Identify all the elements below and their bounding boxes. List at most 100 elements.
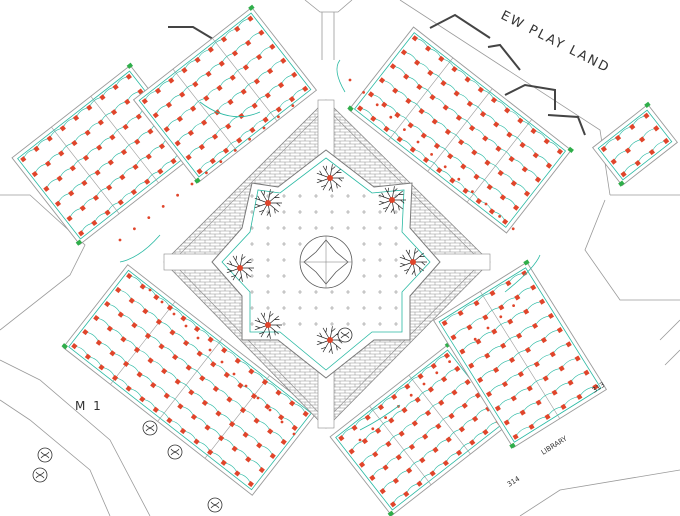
light-fixture <box>69 165 76 172</box>
light-fixture <box>394 111 401 119</box>
light-fixture <box>374 427 382 434</box>
light-fixture <box>58 150 65 157</box>
light-fixture <box>153 294 160 301</box>
grid-mark <box>346 194 350 198</box>
light-fixture <box>238 112 245 120</box>
light-fixture <box>212 385 219 392</box>
light-fixture <box>551 389 558 396</box>
light-fixture <box>190 105 197 112</box>
light-fixture <box>464 379 471 386</box>
light-fixture <box>493 121 500 128</box>
light-fixture <box>430 362 437 370</box>
light-fixture <box>369 474 376 481</box>
light-fixture <box>247 480 254 488</box>
shrub-leaves <box>40 451 50 459</box>
light-fixture <box>174 140 181 147</box>
light-fixture <box>201 399 208 407</box>
light-fixture <box>417 373 424 380</box>
light-fixture <box>142 308 149 315</box>
circuit-run <box>623 140 667 175</box>
light-fixture <box>152 406 159 413</box>
shrub-leaves <box>340 331 350 339</box>
light-fixture <box>407 122 414 129</box>
light-fixture <box>163 392 170 399</box>
circuit-run <box>613 128 657 162</box>
light-fixture <box>445 436 452 443</box>
light-fixture <box>166 304 173 311</box>
light-fixture <box>472 415 479 423</box>
grid-mark <box>266 242 270 246</box>
grid-mark <box>250 210 254 214</box>
light-fixture <box>225 123 232 130</box>
cable-marker <box>358 438 362 442</box>
tree-symbol <box>316 164 344 192</box>
light-fixture <box>441 320 448 327</box>
cable-marker <box>430 153 433 156</box>
light-fixture <box>458 139 465 146</box>
light-fixture <box>484 352 491 359</box>
fountain-cross <box>300 236 352 288</box>
light-fixture <box>414 396 421 403</box>
light-fixture <box>288 96 296 103</box>
light-fixture <box>71 140 78 147</box>
light-fixture <box>567 379 574 386</box>
light-fixture <box>503 419 510 426</box>
light-fixture <box>95 339 102 346</box>
light-fixture <box>109 350 116 357</box>
shrub-outline <box>337 327 353 343</box>
light-fixture <box>431 118 438 125</box>
grid-mark <box>362 242 366 246</box>
light-fixture <box>392 87 399 94</box>
junction-box <box>644 101 651 108</box>
light-fixture <box>172 353 179 361</box>
light-fixture <box>181 67 188 74</box>
light-fixture <box>237 382 244 389</box>
grid-mark <box>394 194 398 198</box>
shrub-outline <box>207 497 223 513</box>
grid-mark <box>362 258 366 262</box>
cable-marker <box>457 177 461 181</box>
light-fixture <box>461 402 468 409</box>
light-fixture <box>196 350 203 357</box>
light-fixture <box>539 298 546 305</box>
junction-box <box>387 510 395 516</box>
room-314-label: 314 <box>506 475 522 489</box>
light-fixture <box>558 365 565 372</box>
grid-mark <box>282 322 286 326</box>
cable-marker <box>422 382 426 386</box>
light-fixture <box>200 119 208 126</box>
light-fixture <box>223 371 230 378</box>
light-fixture <box>239 407 247 414</box>
light-fixture <box>54 200 62 207</box>
light-fixture <box>134 138 141 145</box>
tree-symbol <box>316 326 344 354</box>
light-fixture <box>251 102 258 109</box>
grid-mark <box>266 290 270 294</box>
light-fixture <box>269 43 276 50</box>
cable-marker <box>389 115 393 119</box>
light-fixture <box>358 461 366 468</box>
grid-mark <box>298 194 302 198</box>
light-fixture <box>122 123 129 131</box>
shrub <box>167 444 183 460</box>
library-label: LIBRARY <box>540 434 569 456</box>
light-fixture <box>152 112 159 119</box>
shrub-leaves <box>210 501 220 509</box>
light-fixture <box>150 382 157 389</box>
light-fixture <box>68 190 75 197</box>
light-fixture <box>122 360 130 367</box>
light-fixture <box>501 381 508 388</box>
cable-marker <box>172 312 176 316</box>
grid-mark <box>330 210 334 214</box>
grid-mark <box>378 242 382 246</box>
light-fixture <box>81 179 88 187</box>
light-fixture <box>532 152 539 159</box>
light-fixture <box>92 194 100 201</box>
light-fixture <box>180 315 187 322</box>
shrub <box>37 447 53 463</box>
block-2 <box>132 4 318 184</box>
light-fixture <box>133 346 141 353</box>
light-fixture <box>424 409 432 417</box>
light-fixture <box>395 454 402 461</box>
grid-mark <box>266 306 270 310</box>
